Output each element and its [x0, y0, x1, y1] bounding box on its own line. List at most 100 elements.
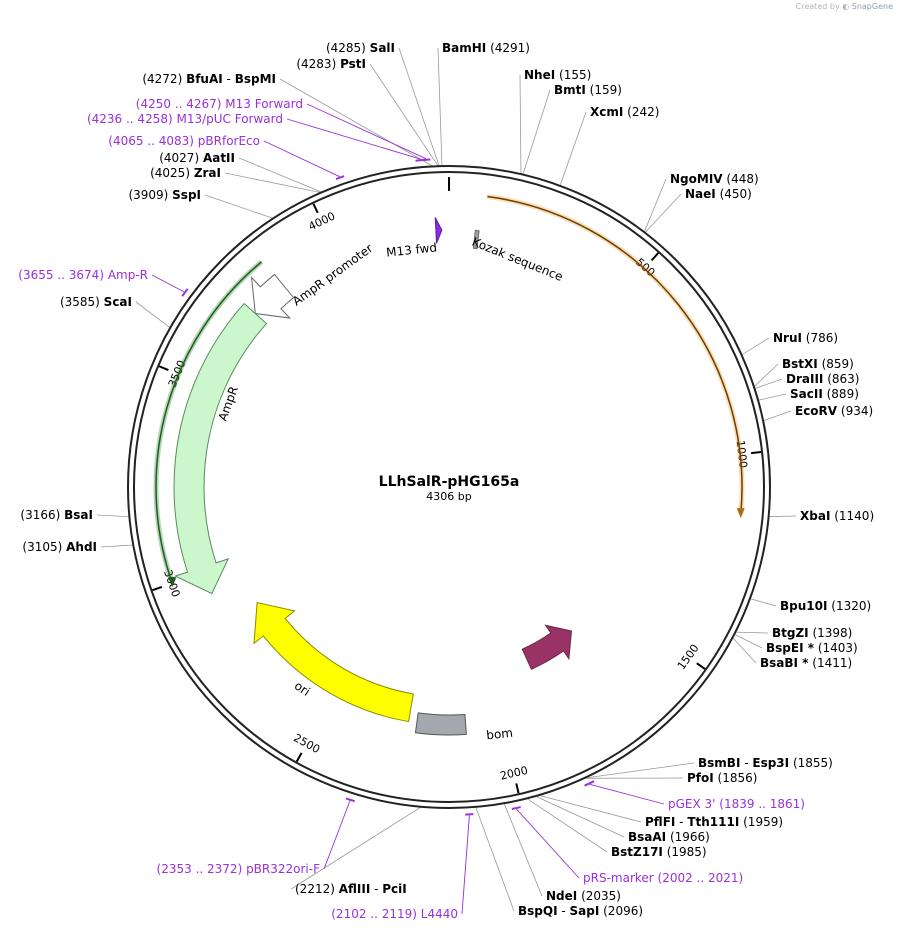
site-enzyme: BstXI	[782, 357, 818, 371]
feature-label: ori	[292, 679, 313, 699]
primer-text: (4236 .. 4258) M13/pUC Forward	[87, 112, 283, 126]
primer-label-prs-marker: pRS-marker (2002 .. 2021)	[583, 871, 743, 885]
site-enzyme: BstZ17I	[611, 845, 663, 859]
features	[153, 194, 745, 736]
site-label-xcmi: XcmI (242)	[590, 105, 659, 119]
site-label-bstxi: BstXI (859)	[782, 357, 854, 371]
site-position: (3909)	[128, 188, 172, 202]
primer-label-pgex-3-: pGEX 3' (1839 .. 1861)	[668, 797, 805, 811]
site-enzyme: SspI	[172, 188, 201, 202]
leader-line	[398, 47, 440, 167]
site-text: XbaI (1140)	[800, 509, 874, 523]
site-label-pfoi: PfoI (1856)	[687, 771, 757, 785]
leader-line	[519, 74, 522, 175]
site-label-sali: (4285) SalI	[326, 41, 395, 55]
site-text: (4025) ZraI	[150, 166, 221, 180]
primer-text: pGEX 3' (1839 .. 1861)	[668, 797, 805, 811]
site-enzyme: NruI	[773, 331, 802, 345]
site-enzyme: BsaBI *	[760, 656, 809, 670]
site-position: (3105)	[22, 540, 66, 554]
primer-label-pbr322ori-f: (2353 .. 2372) pBR322ori-F	[157, 862, 321, 876]
primer-label-amp-r: (3655 .. 3674) Amp-R	[18, 268, 148, 282]
site-position: (155)	[555, 68, 591, 82]
feature-label: rop	[581, 681, 605, 704]
primer-name: M13/pUC Forward	[176, 112, 283, 126]
site-enzyme: BspEI *	[766, 641, 815, 655]
leader-line	[768, 515, 797, 518]
site-text: (2212) AflIII - PciI	[295, 882, 407, 896]
site-label-psti: (4283) PstI	[296, 57, 366, 71]
primer-range: (2353 .. 2372)	[157, 862, 247, 876]
site-text: (4283) PstI	[296, 57, 366, 71]
leader-line	[522, 89, 551, 175]
site-enzyme: XcmI	[590, 105, 623, 119]
site-text: SacII (889)	[790, 387, 859, 401]
site-label-nrui: NruI (786)	[773, 331, 838, 345]
site-label-sacii: SacII (889)	[790, 387, 859, 401]
primer-name: L4440	[421, 907, 458, 921]
site-text: (3909) SspI	[128, 188, 201, 202]
leader-line	[204, 194, 274, 219]
site-position: (1140)	[830, 509, 874, 523]
primer-mark	[415, 158, 427, 162]
site-text: BspEI * (1403)	[766, 641, 858, 655]
site-label-sspi: (3909) SspI	[128, 188, 201, 202]
primer-range: (4250 .. 4267)	[136, 97, 226, 111]
site-position: (448)	[723, 172, 759, 186]
site-enzyme: BsaAI	[628, 830, 666, 844]
site-dash: -	[370, 882, 382, 896]
site-label-bspqi: BspQI - SapI (2096)	[518, 904, 643, 918]
leader-line	[238, 157, 323, 193]
site-text: NaeI (450)	[685, 187, 752, 201]
feature-ampr	[173, 302, 268, 595]
orf-halo	[487, 194, 745, 515]
tick-mark	[312, 203, 319, 214]
site-position: (2212)	[295, 882, 339, 896]
site-enzyme: ZraI	[194, 166, 221, 180]
primer-mark	[335, 175, 345, 181]
plasmid-backbone	[127, 165, 771, 809]
site-text: NdeI (2035)	[546, 889, 621, 903]
site-text: (3105) AhdI	[22, 540, 97, 554]
leader-line	[475, 806, 515, 912]
primer-leader	[589, 783, 665, 805]
site-label-zrai: (4025) ZraI	[150, 166, 221, 180]
site-label-ecorv: EcoRV (934)	[795, 404, 873, 418]
leader-line	[135, 301, 171, 329]
site-label-afliii: (2212) AflIII - PciI	[295, 882, 407, 896]
site-label-ahdi: (3105) AhdI	[22, 540, 97, 554]
site-position: (4027)	[159, 151, 203, 165]
site-dash: -	[223, 72, 235, 86]
leader-line	[643, 178, 667, 233]
site-enzyme: NgoMIV	[670, 172, 723, 186]
primer-mark	[181, 288, 189, 297]
site-text: BstZ17I (1985)	[611, 845, 707, 859]
primer-text: (4065 .. 4083) pBRforEco	[108, 134, 260, 148]
leader-line	[538, 794, 642, 823]
site-label-btgzi: BtgZI (1398)	[772, 626, 852, 640]
site-enzyme-2: PciI	[382, 882, 407, 896]
leader-line	[503, 803, 543, 897]
site-position: (1985)	[663, 845, 707, 859]
tick-mark	[750, 451, 762, 455]
tick-mark	[650, 252, 660, 262]
site-text: PfoI (1856)	[687, 771, 757, 785]
primer-range: (2102 .. 2119)	[331, 907, 421, 921]
site-enzyme: Bpu10I	[780, 599, 827, 613]
primer-label-m13-forward: (4250 .. 4267) M13 Forward	[136, 97, 303, 111]
site-position: (1398)	[809, 626, 853, 640]
site-position: (3166)	[20, 508, 64, 522]
primer-name: M13 Forward	[225, 97, 303, 111]
site-position: (1966)	[666, 830, 710, 844]
site-enzyme: NaeI	[685, 187, 716, 201]
site-text: BsaBI * (1411)	[760, 656, 852, 670]
site-position: (4285)	[326, 41, 370, 55]
leader-line	[734, 633, 763, 649]
feature-m13-fwd	[434, 217, 443, 244]
site-label-bfuai: (4272) BfuAI - BspMI	[142, 72, 276, 86]
site-enzyme: SacII	[790, 387, 823, 401]
primer-text: (2102 .. 2119) L4440	[331, 907, 458, 921]
site-position: (889)	[823, 387, 859, 401]
